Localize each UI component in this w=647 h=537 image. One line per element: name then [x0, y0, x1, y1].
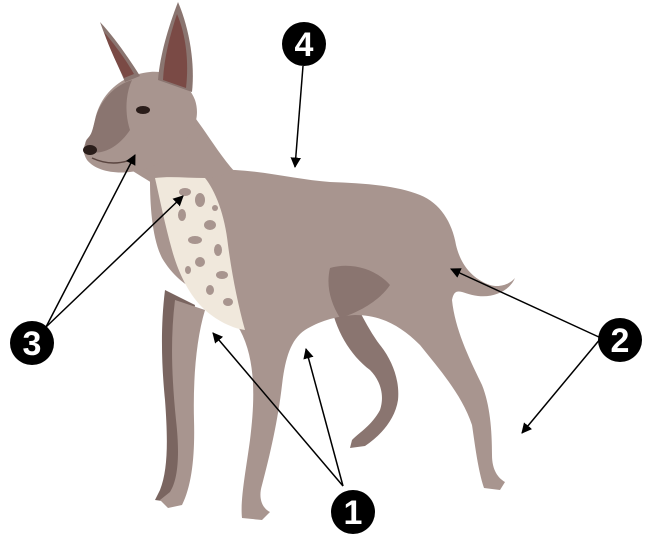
arrow-2b	[522, 338, 601, 433]
arrow-2a	[451, 269, 601, 338]
arrow-1b	[306, 349, 343, 486]
marker-3: 3	[10, 321, 54, 365]
arrow-4	[295, 66, 303, 167]
marker-3-label: 3	[23, 325, 42, 363]
marker-4: 4	[282, 22, 326, 66]
left-ear	[100, 22, 140, 82]
eye	[136, 106, 150, 114]
left-ear-inner	[104, 32, 134, 78]
marker-2: 2	[598, 318, 642, 362]
dog-illustration	[83, 2, 515, 520]
marker-1-label: 1	[344, 494, 363, 532]
marker-1: 1	[331, 490, 375, 534]
arrow-3a	[46, 155, 135, 327]
nose	[83, 145, 97, 155]
arrow-3b	[46, 196, 183, 327]
marker-4-label: 4	[295, 26, 314, 64]
marker-2-label: 2	[611, 322, 630, 360]
